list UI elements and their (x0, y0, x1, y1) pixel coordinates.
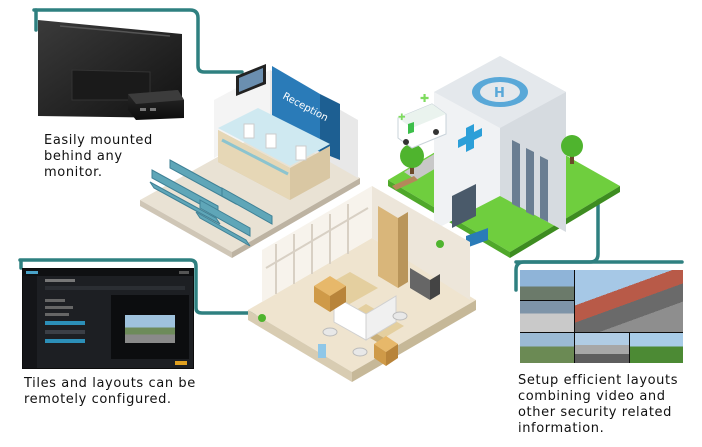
config-tabs (45, 286, 185, 290)
medical-cross-icon (458, 124, 482, 152)
connector-monitor (32, 8, 244, 74)
config-form (45, 295, 105, 355)
caption-monitor: Easily mounted behind any monitor. (44, 133, 153, 180)
sparkle-icons: ✚ ✚ (398, 92, 429, 123)
video-tile (520, 333, 574, 363)
video-wall-screenshot (520, 270, 683, 363)
office-floor (248, 238, 476, 372)
svg-text:✚: ✚ (420, 92, 429, 105)
caption-tiles: Tiles and layouts can be remotely config… (24, 376, 196, 407)
config-preview (111, 295, 189, 359)
tree (400, 144, 424, 174)
caption-layouts: Setup efficient layouts combining video … (518, 373, 679, 436)
connector-tiles (18, 258, 322, 315)
video-tile (575, 333, 629, 363)
cabinet (378, 206, 398, 288)
config-save-button (175, 361, 187, 365)
video-tile-main (575, 270, 683, 332)
config-sidebar (23, 276, 37, 368)
ambulance-icon (397, 103, 447, 149)
waiting-chairs (149, 159, 273, 247)
video-tile (630, 333, 683, 363)
tree (561, 135, 583, 164)
office-desks (318, 272, 404, 346)
svg-text:H: H (494, 86, 505, 101)
video-tile (520, 301, 574, 332)
boxes (314, 276, 398, 366)
video-tile (520, 270, 574, 300)
config-ui-screenshot (22, 268, 194, 369)
svg-text:✚: ✚ (398, 113, 406, 123)
water-cooler (318, 344, 326, 358)
hospital-sign (466, 228, 488, 248)
config-topbar (23, 269, 193, 276)
